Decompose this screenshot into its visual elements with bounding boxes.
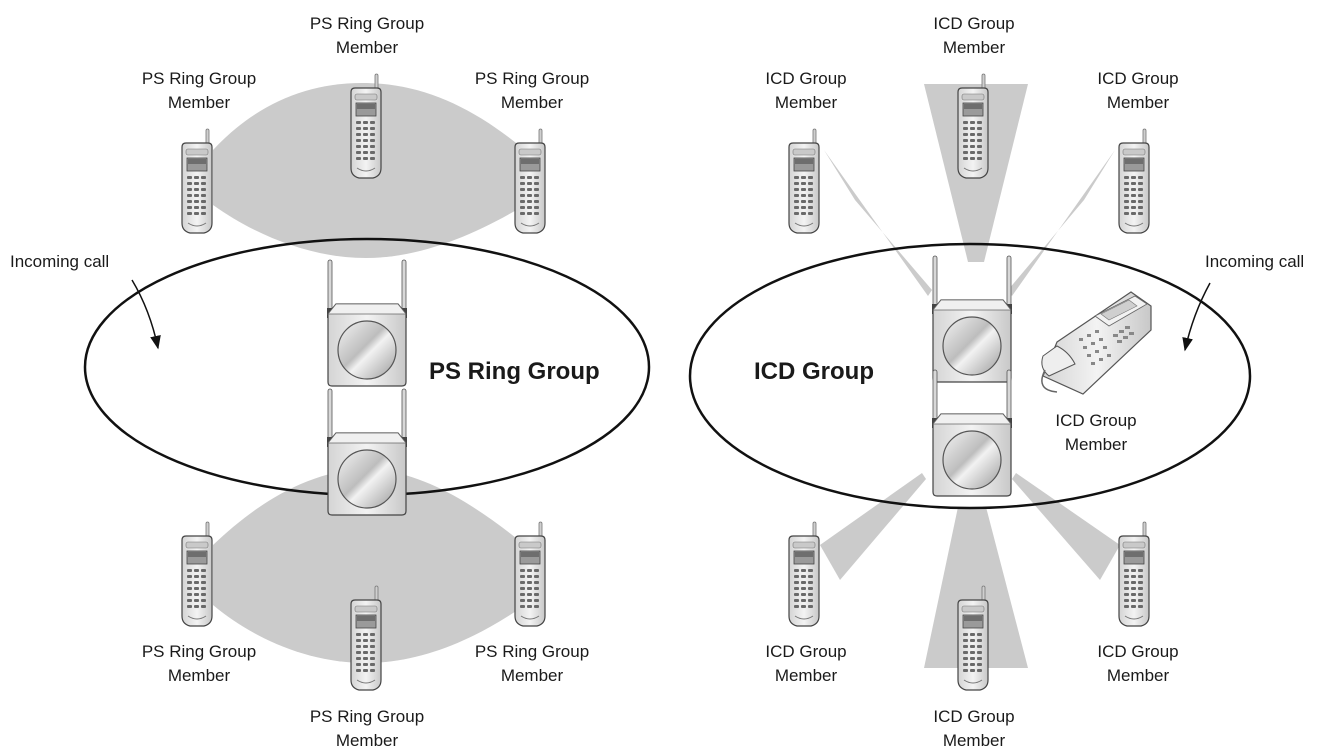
icd-group-oval [688,242,1252,510]
svg-text:Member: Member [501,666,564,685]
portable-station-icon [181,521,213,627]
svg-text:PS Ring Group: PS Ring Group [310,707,424,726]
member-label: ICD Group Member [765,69,846,112]
member-label: PS Ring Group Member [475,69,589,112]
icd-group-section: Incoming call ICD Group ICD Group Member… [688,14,1304,750]
cell-station-icon [931,255,1013,383]
member-label: ICD Group Member [933,14,1014,57]
member-label: ICD Group Member [765,642,846,685]
member-label: PS Ring Group Member [310,14,424,57]
ps-ring-group-section: Incoming call PS Ring Group PS Ring Grou… [10,14,651,750]
svg-text:Member: Member [943,731,1006,750]
svg-text:Member: Member [775,93,838,112]
portable-station-icon [957,73,989,179]
svg-text:ICD Group: ICD Group [1055,411,1136,430]
svg-text:ICD Group: ICD Group [1097,69,1178,88]
svg-text:Member: Member [1107,666,1170,685]
cell-station-icon [326,388,408,516]
coverage-beam [924,507,1028,668]
svg-text:ICD Group: ICD Group [1097,642,1178,661]
svg-text:Member: Member [501,93,564,112]
portable-station-icon [350,73,382,179]
svg-text:ICD Group: ICD Group [765,69,846,88]
svg-text:Member: Member [1107,93,1170,112]
svg-text:PS Ring Group: PS Ring Group [475,69,589,88]
member-label: ICD Group Member [1097,69,1178,112]
svg-text:Member: Member [336,38,399,57]
svg-text:PS Ring Group: PS Ring Group [142,69,256,88]
coverage-beam [1012,473,1120,580]
member-label: ICD Group Member [933,707,1014,750]
portable-station-icon [788,521,820,627]
incoming-call-arrow [131,279,161,350]
group-title: PS Ring Group [429,358,600,385]
cell-station-icon [931,369,1013,497]
portable-station-icon [181,128,213,234]
portable-station-icon [788,128,820,234]
svg-text:Member: Member [168,666,231,685]
svg-text:Member: Member [1065,435,1128,454]
svg-text:ICD Group: ICD Group [933,707,1014,726]
svg-text:ICD Group: ICD Group [765,642,846,661]
svg-text:Member: Member [943,38,1006,57]
svg-text:ICD Group: ICD Group [933,14,1014,33]
coverage-beam [820,473,926,580]
portable-station-icon [1118,128,1150,234]
member-label: ICD Group Member [1055,411,1136,454]
incoming-call-arrow [1182,282,1211,352]
portable-station-icon [957,585,989,691]
portable-station-icon [1118,521,1150,627]
member-label: PS Ring Group Member [142,642,256,685]
cell-station-icon [326,259,408,387]
svg-text:Member: Member [775,666,838,685]
svg-text:PS Ring Group: PS Ring Group [142,642,256,661]
member-label: PS Ring Group Member [475,642,589,685]
group-title: ICD Group [754,358,874,385]
svg-text:PS Ring Group: PS Ring Group [475,642,589,661]
svg-text:Member: Member [168,93,231,112]
member-label: PS Ring Group Member [142,69,256,112]
proprietary-telephone-icon [1041,291,1152,395]
svg-text:PS Ring Group: PS Ring Group [310,14,424,33]
incoming-call-label: Incoming call [1205,252,1304,271]
coverage-beam [1008,150,1115,296]
incoming-call-label: Incoming call [10,252,109,271]
svg-text:Member: Member [336,731,399,750]
coverage-beam [824,150,932,296]
portable-station-icon [514,128,546,234]
portable-station-icon [350,585,382,691]
member-label: PS Ring Group Member [310,707,424,750]
member-label: ICD Group Member [1097,642,1178,685]
coverage-area-lower [213,468,525,663]
portable-station-icon [514,521,546,627]
